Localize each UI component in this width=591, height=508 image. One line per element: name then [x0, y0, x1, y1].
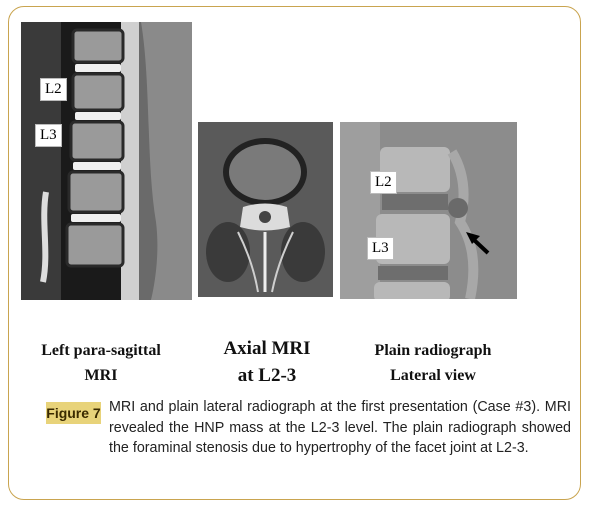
- sagittal-caption: Left para-sagittal MRI: [26, 338, 176, 388]
- plain-radiograph-image: [340, 122, 517, 299]
- axial-mri-image: [198, 122, 333, 297]
- sagittal-caption-line-2: MRI: [84, 367, 118, 384]
- figure-label: Figure 7: [46, 402, 101, 424]
- arrow-icon: [466, 232, 490, 255]
- sagittal-label-l3: L3: [35, 124, 62, 147]
- axial-caption-line-1: Axial MRI: [223, 338, 311, 359]
- radiograph-caption-line-1: Plain radiograph: [374, 342, 492, 359]
- figure-caption-text: MRI and plain lateral radiograph at the …: [109, 399, 571, 456]
- radiograph-label-l2: L2: [370, 171, 397, 194]
- axial-caption-line-2: at L2-3: [237, 365, 297, 386]
- sagittal-label-l2: L2: [40, 78, 67, 101]
- radiograph-caption-line-2: Lateral view: [390, 367, 476, 384]
- radiograph-caption: Plain radiograph Lateral view: [358, 338, 508, 388]
- sagittal-mri-image: [21, 22, 192, 300]
- radiograph-label-l3: L3: [367, 237, 394, 260]
- sagittal-caption-line-1: Left para-sagittal: [41, 342, 161, 359]
- axial-caption: Axial MRI at L2-3: [212, 335, 322, 389]
